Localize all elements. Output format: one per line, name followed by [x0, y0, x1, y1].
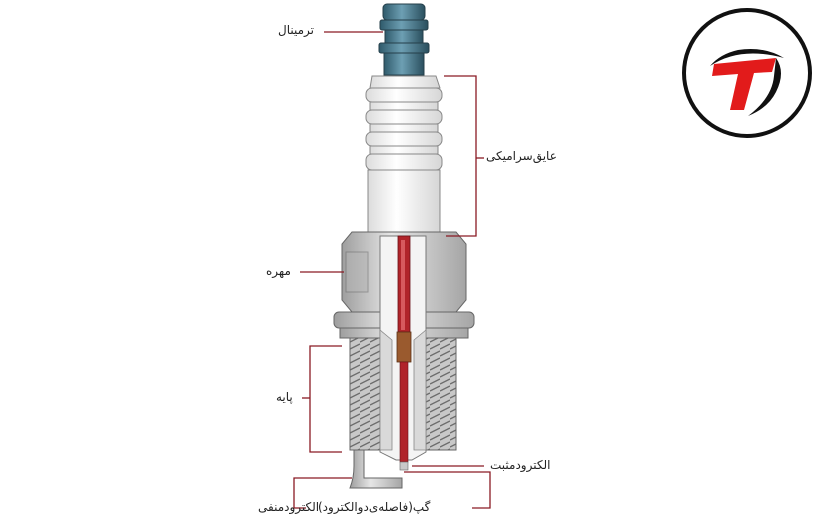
- gap-leader: [404, 471, 491, 509]
- ceramic-insulator-part: [365, 75, 443, 233]
- threaded-base-part: [349, 337, 457, 451]
- insulator-leader: [444, 75, 477, 237]
- label-terminal: ترمینال: [278, 23, 315, 37]
- label-nut: مهره: [266, 264, 291, 278]
- label-negative-electrode: الکترودمنفی: [258, 500, 320, 514]
- label-positive-electrode: الکترودمثبت: [490, 458, 551, 472]
- terminal-part: [378, 3, 430, 76]
- ground-electrode-part: [349, 449, 403, 489]
- label-gap: گپ(فاصله‌ی‌دوالکترود): [318, 500, 431, 514]
- t-logo-icon: [682, 8, 812, 138]
- label-base: پایه: [276, 390, 293, 404]
- negative-electrode-leader: [293, 477, 352, 509]
- label-insulator: عایق‌سرامیکی: [486, 149, 557, 163]
- base-leader: [309, 345, 342, 453]
- leader-lines: [293, 31, 491, 509]
- center-electrode-part: [396, 235, 412, 471]
